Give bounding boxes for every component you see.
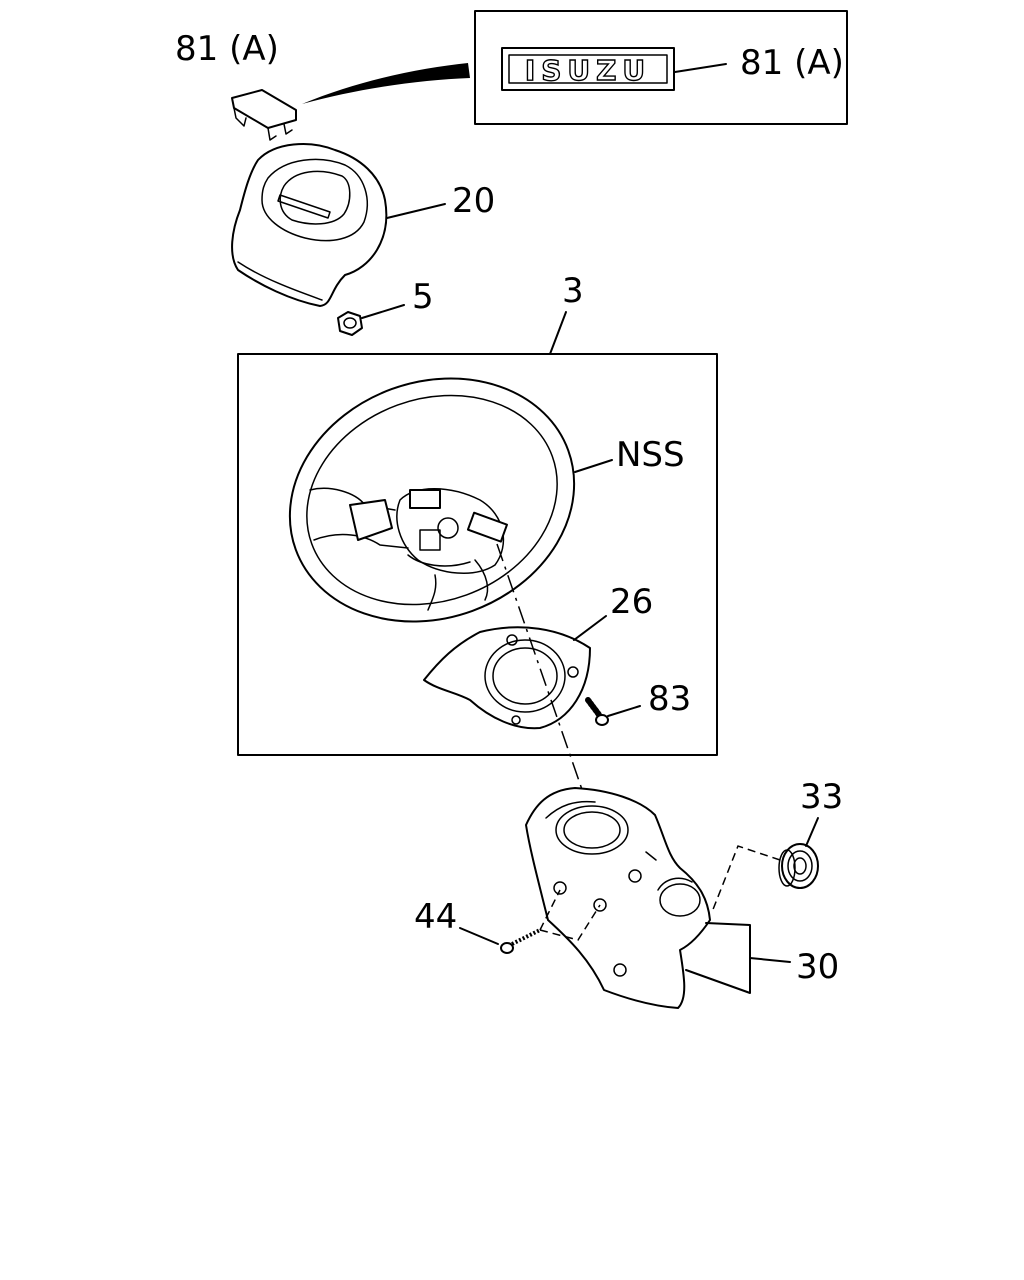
screw-44	[459, 889, 601, 954]
isuzu-emblem: ISUZU	[501, 47, 675, 91]
nut	[337, 304, 405, 336]
centerline	[496, 543, 597, 831]
callout-5: 5	[412, 277, 434, 317]
callout-26: 26	[610, 582, 653, 622]
emblem-part	[231, 89, 297, 141]
callout-83: 83	[648, 679, 691, 719]
callout-33: 33	[800, 777, 843, 817]
column-cover	[525, 787, 791, 1009]
emblem-text: ISUZU	[525, 54, 651, 87]
callout-81a: 81 (A)	[175, 29, 279, 69]
lower-cover	[423, 615, 607, 730]
connector-arrow	[302, 63, 470, 104]
horn-pad	[231, 143, 446, 307]
screw-83	[585, 697, 641, 726]
callout-44: 44	[414, 897, 457, 937]
callout-81a-inset: 81 (A)	[740, 43, 844, 83]
callout-30: 30	[796, 947, 839, 987]
emblem-inset: ISUZU	[474, 10, 848, 125]
steering-wheel	[288, 377, 613, 623]
callout-3: 3	[562, 271, 584, 311]
callout-nss: NSS	[616, 435, 685, 475]
inset-frame	[474, 10, 848, 125]
callout-20: 20	[452, 181, 495, 221]
grommet-33	[711, 817, 819, 913]
assembly-frame	[237, 353, 718, 756]
